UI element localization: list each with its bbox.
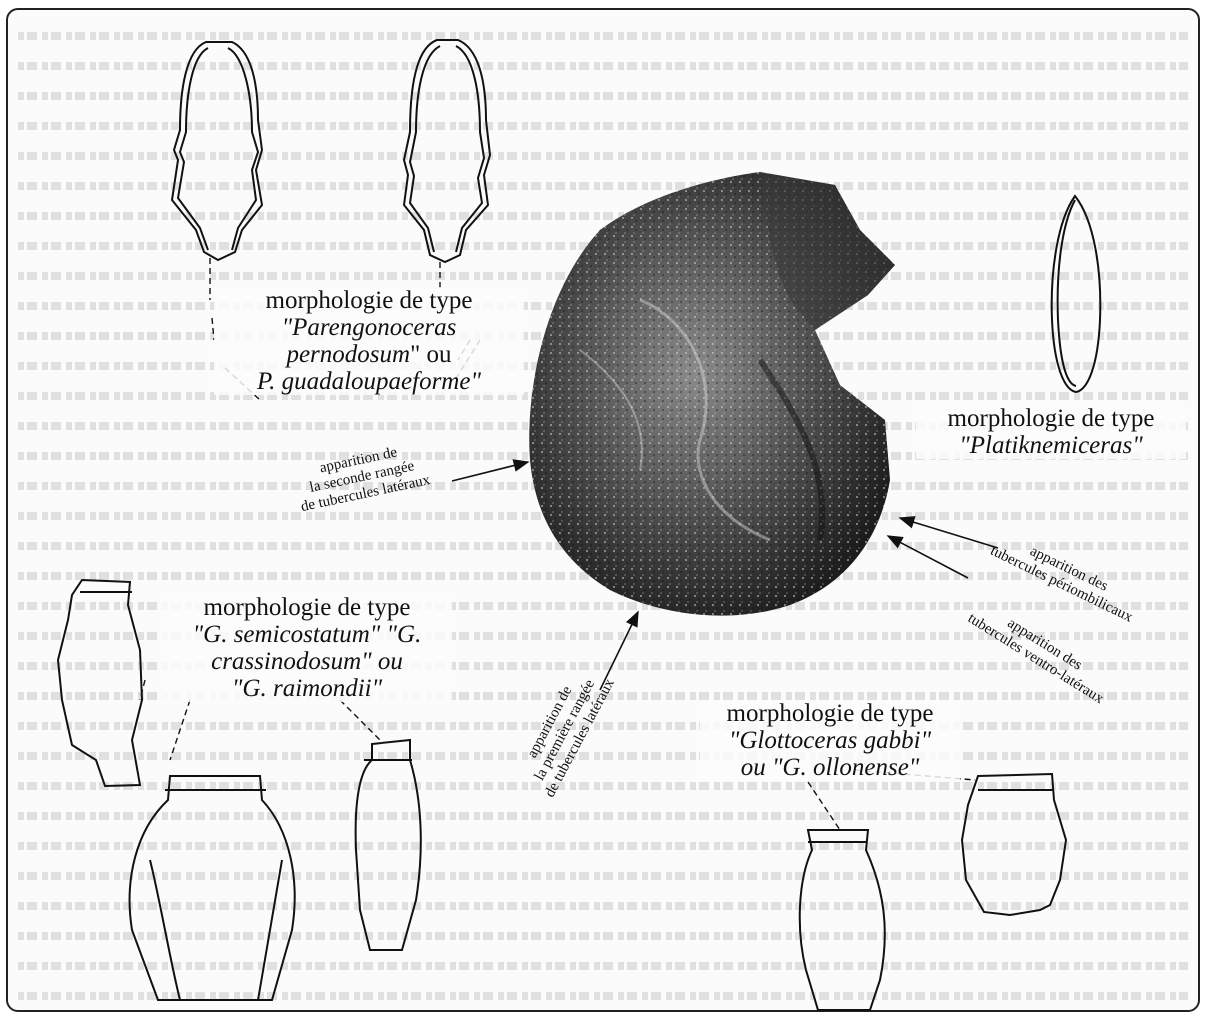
label-gsemicostatum-line3: crassinodosum" ou bbox=[162, 648, 452, 675]
label-platiknemiceras-line1: morphologie de type bbox=[916, 405, 1186, 432]
label-glottoceras-line1: morphologie de type bbox=[700, 700, 960, 727]
label-glottoceras-line2: "Glottoceras gabbi" bbox=[700, 727, 960, 754]
label-gsemicostatum-line1: morphologie de type bbox=[162, 594, 452, 621]
section-gsemicostatum-small bbox=[58, 580, 142, 786]
label-parengonoceras-line2: "Parengonoceras bbox=[214, 314, 524, 341]
label-platiknemiceras: morphologie de type "Platiknemiceras" bbox=[916, 405, 1186, 459]
section-glottoceras-right bbox=[962, 774, 1066, 915]
label-parengonoceras: morphologie de type "Parengonoceras pern… bbox=[214, 287, 524, 395]
label-parengonoceras-line4: P. guadaloupaeforme" bbox=[214, 368, 524, 395]
ammonite-fossil-photo bbox=[529, 172, 895, 616]
section-platiknemiceras bbox=[1052, 196, 1101, 392]
label-parengonoceras-line3a: pernodosum bbox=[286, 341, 410, 368]
arrow-ventrolateraux bbox=[888, 536, 968, 578]
section-gsemicostatum-large bbox=[130, 776, 295, 1000]
label-glottoceras: morphologie de type "Glottoceras gabbi" … bbox=[700, 700, 960, 781]
label-platiknemiceras-line2: "Platiknemiceras" bbox=[916, 432, 1186, 459]
section-glottoceras-left bbox=[800, 830, 885, 1010]
label-gsemicostatum-line2: "G. semicostatum" "G. bbox=[162, 621, 452, 648]
label-glottoceras-line3: ou "G. ollonense" bbox=[700, 754, 960, 781]
section-parengonoceras-left bbox=[172, 42, 262, 260]
label-parengonoceras-line1: morphologie de type bbox=[214, 287, 524, 314]
label-gsemicostatum-line4: "G. raimondii" bbox=[162, 675, 452, 702]
section-gsemicostatum-medium bbox=[356, 740, 421, 950]
label-parengonoceras-line3b: " ou bbox=[410, 341, 451, 368]
section-parengonoceras-right bbox=[404, 40, 490, 262]
label-gsemicostatum: morphologie de type "G. semicostatum" "G… bbox=[162, 594, 452, 702]
